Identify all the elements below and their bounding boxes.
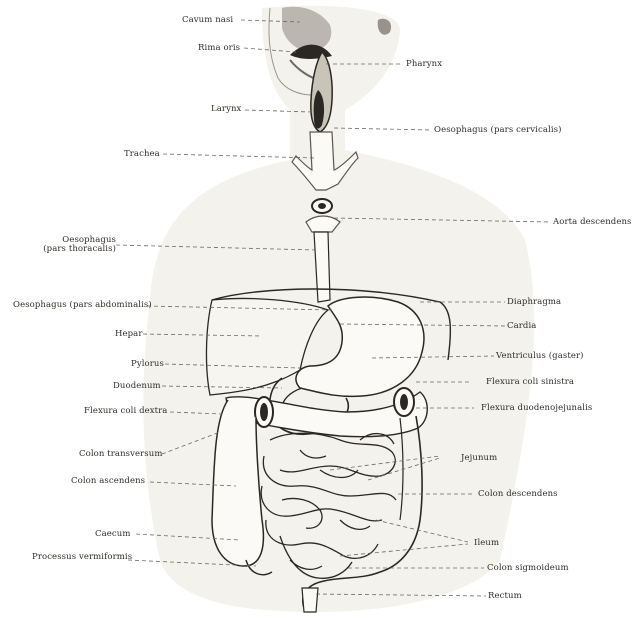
- label-flexura-coli-dextra: Flexura coli dextra: [84, 406, 167, 416]
- label-rima-oris: Rima oris: [198, 43, 240, 53]
- label-caecum: Caecum: [95, 529, 131, 539]
- label-oesophagus-thoracalis-sub: (pars thoracalis): [36, 244, 116, 254]
- ascending-colon: [212, 400, 263, 566]
- label-duodenum: Duodenum: [113, 381, 161, 391]
- label-aorta-descendens: Aorta descendens: [553, 217, 632, 227]
- label-colon-ascendens: Colon ascendens: [71, 476, 145, 486]
- label-pharynx: Pharynx: [406, 59, 442, 69]
- label-hepar: Hepar: [115, 329, 143, 339]
- label-jejunum: Jejunum: [461, 453, 497, 463]
- label-pylorus: Pylorus: [131, 359, 164, 369]
- label-ventriculus: Ventriculus (gaster): [496, 351, 584, 361]
- label-colon-transversum: Colon transversum: [79, 449, 163, 459]
- label-rectum: Rectum: [488, 591, 522, 601]
- label-cavum-nasi: Cavum nasi: [182, 15, 233, 25]
- label-oesophagus-abdominalis: Oesophagus (pars abdominalis): [13, 300, 152, 310]
- label-trachea: Trachea: [124, 149, 160, 159]
- label-cardia: Cardia: [507, 321, 536, 331]
- label-processus-vermiformis: Processus vermiformis: [32, 552, 132, 562]
- label-oesophagus-cervicalis: Oesophagus (pars cervicalis): [434, 125, 562, 135]
- label-ileum: Ileum: [474, 538, 499, 548]
- label-flexura-coli-sinistra: Flexura coli sinistra: [486, 377, 574, 387]
- rectum-shape: [302, 588, 318, 612]
- label-flexura-duodenojejunalis: Flexura duodenojejunalis: [481, 403, 592, 413]
- label-colon-sigmoideum: Colon sigmoideum: [487, 563, 569, 573]
- label-larynx: Larynx: [211, 104, 241, 114]
- label-colon-descendens: Colon descendens: [478, 489, 558, 499]
- label-diaphragma: Diaphragma: [507, 297, 561, 307]
